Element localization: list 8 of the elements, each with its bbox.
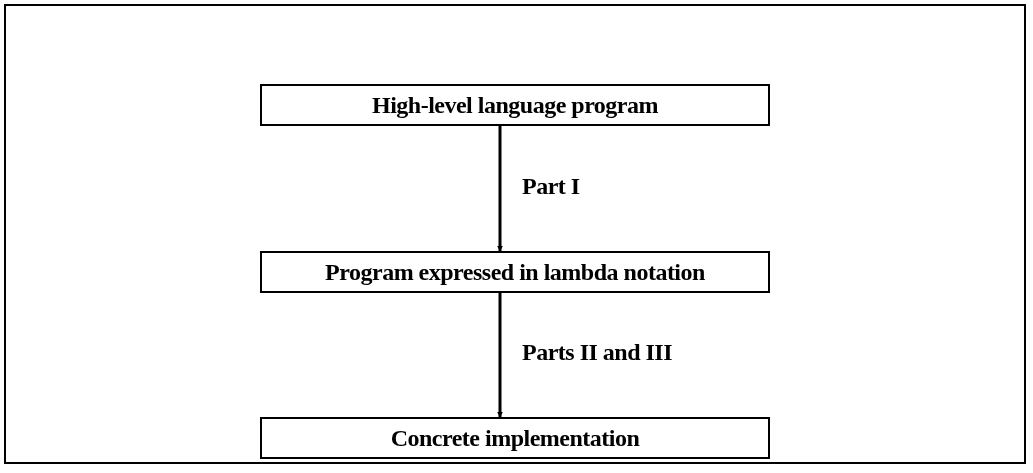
box-text: Concrete implementation (390, 424, 640, 452)
box-text: High-level language program (371, 91, 658, 119)
box-text: Program expressed in lambda notation (325, 258, 705, 286)
arrow (497, 126, 503, 252)
arrow (497, 293, 503, 418)
process-box (260, 417, 770, 459)
process-box (260, 251, 770, 293)
process-box (260, 84, 770, 126)
